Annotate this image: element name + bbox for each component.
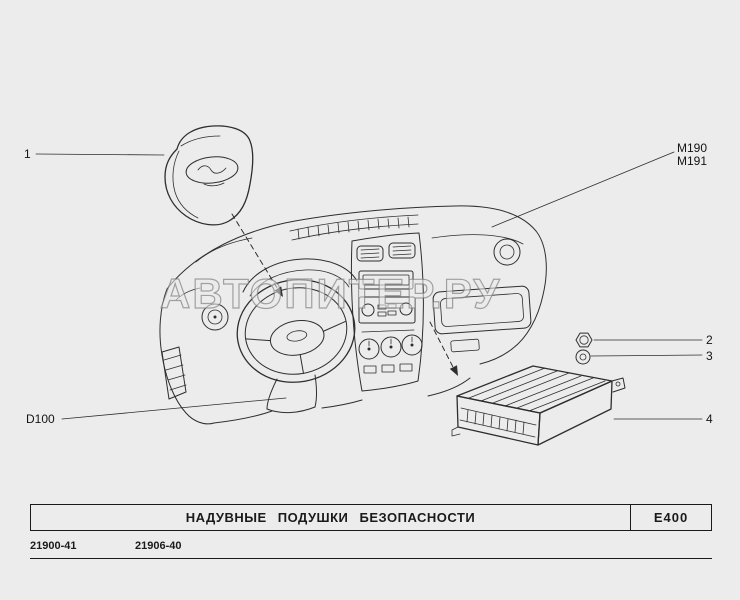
airbag-control-unit-drawing [451, 365, 626, 446]
callout-3: 3 [706, 349, 713, 363]
leader-lines [35, 151, 703, 420]
steering-wheel-drawing [236, 279, 356, 383]
callout-m190: M190 [677, 141, 708, 155]
watermark-text: АВТОПИТЕР.РУ [159, 269, 502, 317]
callout-d100: D100 [26, 412, 55, 426]
pointer-arrow-to-ecu [429, 321, 458, 376]
washer-drawing [575, 349, 591, 365]
callout-4: 4 [706, 412, 713, 426]
diagram-title: НАДУВНЫЕ ПОДУШКИ БЕЗОПАСНОСТИ [31, 505, 631, 530]
callout-2: 2 [706, 333, 713, 347]
nut-drawing [575, 332, 593, 348]
callout-1: 1 [24, 147, 31, 161]
dashboard-drawing [159, 205, 547, 425]
title-block: НАДУВНЫЕ ПОДУШКИ БЕЗОПАСНОСТИ Е400 [30, 504, 712, 531]
driver-airbag-module-drawing [164, 125, 254, 226]
callout-m191: M191 [677, 154, 708, 168]
catalog-number-2: 21906-40 [135, 540, 182, 552]
bottom-rule [30, 558, 712, 559]
catalog-number-1: 21900-41 [30, 540, 77, 552]
diagram-code: Е400 [653, 510, 689, 525]
